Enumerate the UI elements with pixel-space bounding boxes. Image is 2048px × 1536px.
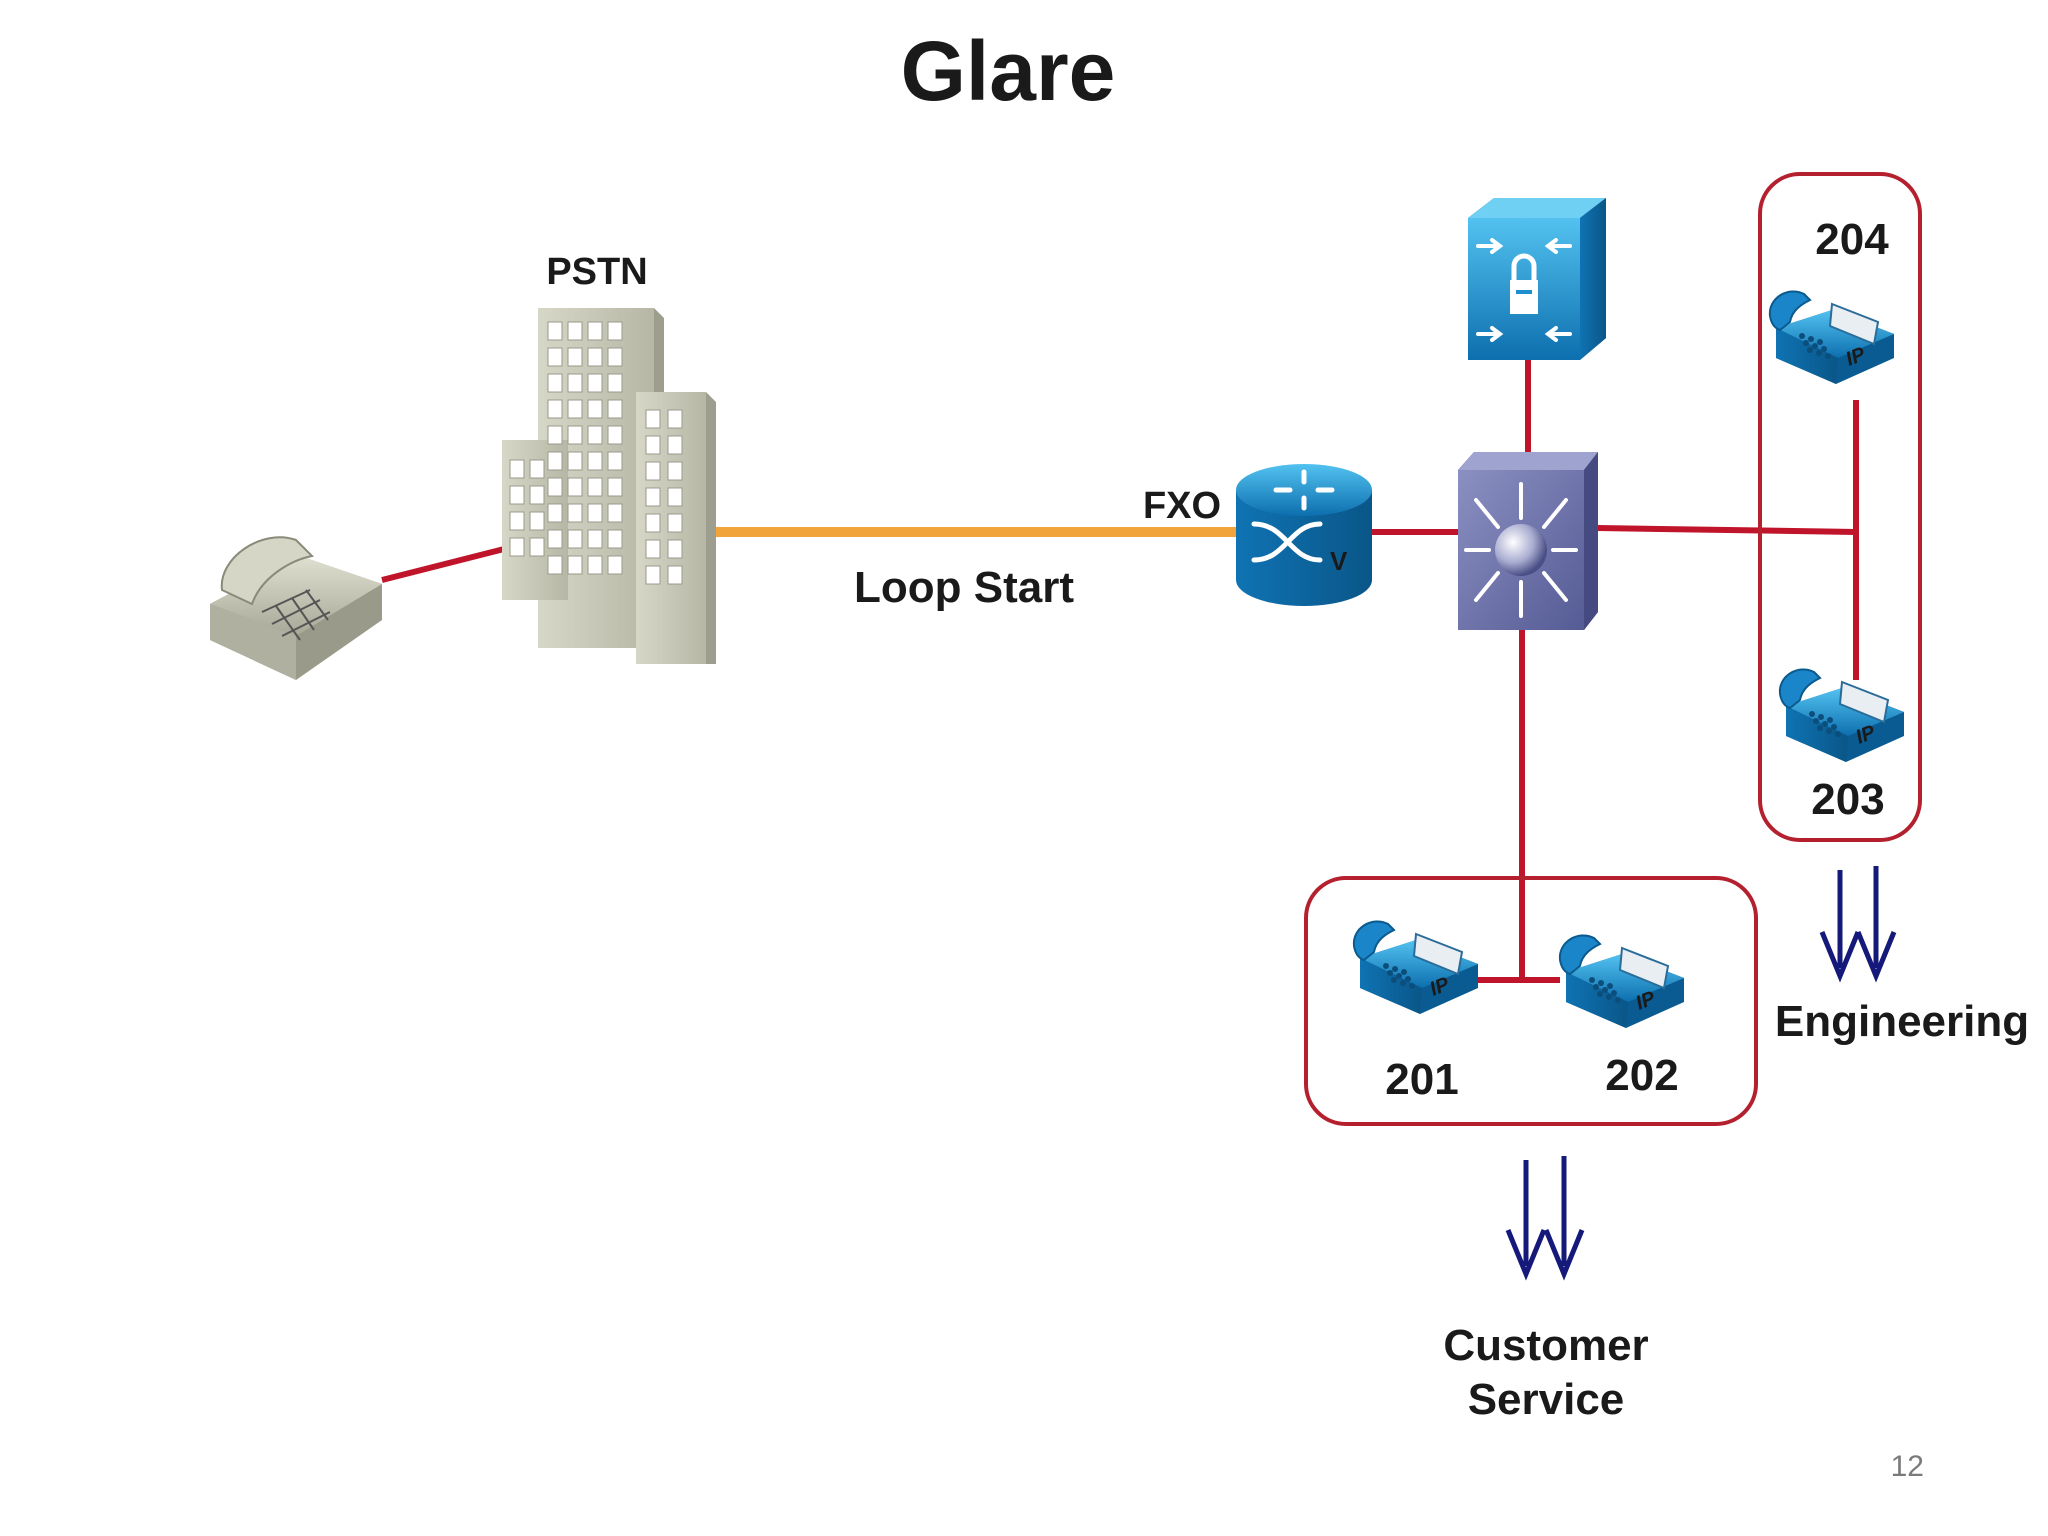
engineering-group-border xyxy=(1758,172,1922,842)
loop-start-label: Loop Start xyxy=(854,563,1074,612)
extension-204-label: 204 xyxy=(1815,215,1889,264)
extension-203-label: 203 xyxy=(1811,775,1884,824)
analog-phone-icon xyxy=(210,536,382,680)
ip-phone-203 xyxy=(1778,668,1905,763)
building-icon xyxy=(502,308,716,664)
call-manager-server-icon xyxy=(1468,198,1606,360)
slide-title: Glare xyxy=(901,24,1116,118)
ip-phone-204 xyxy=(1768,290,1895,385)
voice-router-icon: V xyxy=(1236,464,1372,606)
pstn-label: PSTN xyxy=(546,251,647,293)
fxo-label: FXO xyxy=(1143,485,1221,527)
ip-phone-201 xyxy=(1352,920,1479,1015)
extension-202-label: 202 xyxy=(1605,1051,1678,1100)
double-down-arrow-icon xyxy=(1505,1156,1585,1281)
customer-service-label-line1: Customer xyxy=(1443,1321,1648,1370)
svg-text:V: V xyxy=(1330,546,1348,576)
links xyxy=(381,358,1859,983)
ip-phone-202 xyxy=(1558,934,1685,1029)
link-phone-to-pstn xyxy=(381,545,509,583)
customer-service-label-line2: Service xyxy=(1468,1375,1625,1424)
engineering-label: Engineering xyxy=(1775,997,2029,1046)
double-down-arrow-icon xyxy=(1819,866,1897,983)
customer-service-group-border xyxy=(1304,876,1758,1126)
link-switch-to-engineering xyxy=(1597,525,1857,535)
page-number: 12 xyxy=(1891,1450,1924,1483)
multilayer-switch-icon xyxy=(1458,452,1598,630)
extension-201-label: 201 xyxy=(1385,1055,1458,1104)
